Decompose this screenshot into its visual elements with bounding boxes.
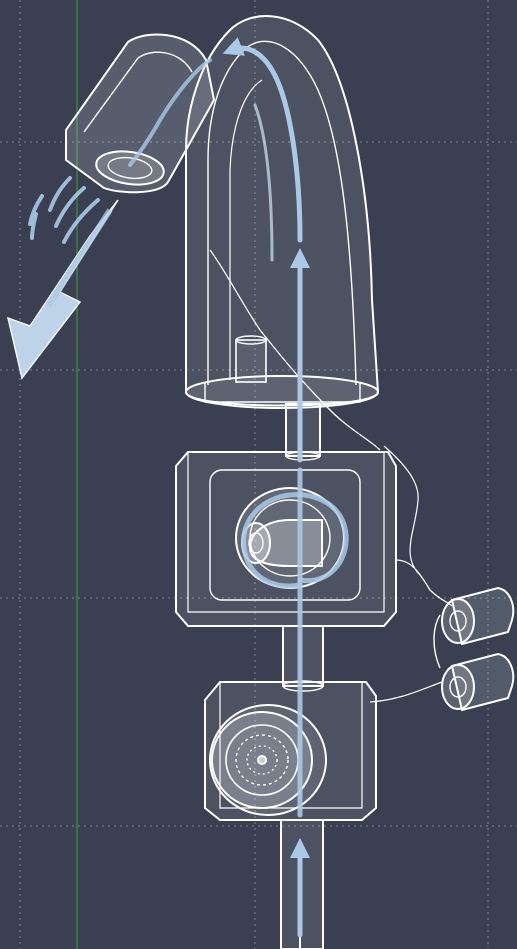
filter-strainer-block <box>205 682 376 820</box>
